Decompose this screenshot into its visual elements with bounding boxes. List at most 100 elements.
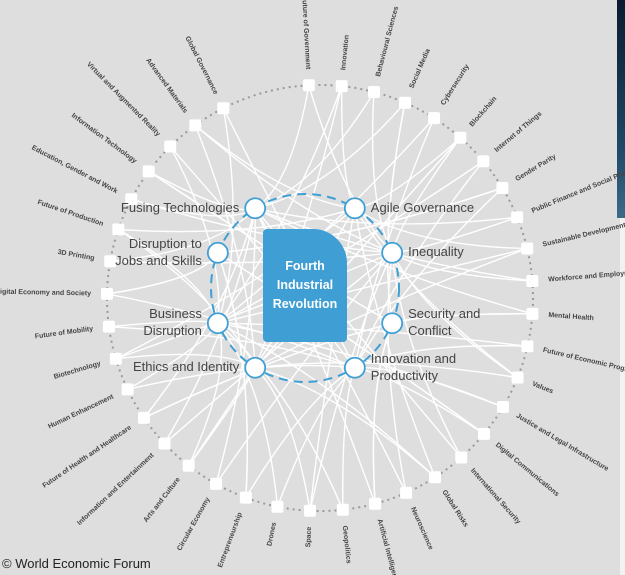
outer-topic-node[interactable]: Neuroscience	[400, 486, 434, 551]
outer-topic-node[interactable]: Future of Production	[36, 199, 125, 236]
topic-square-marker[interactable]	[526, 274, 539, 287]
hub-label-security[interactable]: Security and Conflict	[408, 306, 481, 339]
hub-node-inequality[interactable]	[381, 241, 404, 264]
topic-square-marker[interactable]	[336, 503, 349, 516]
topic-square-marker[interactable]	[521, 242, 534, 255]
hub-node-business[interactable]	[206, 312, 229, 335]
outer-topic-node[interactable]: International Security	[455, 451, 522, 526]
topic-label[interactable]: Information and Entertainment	[76, 452, 156, 527]
topic-square-marker[interactable]	[142, 165, 155, 178]
outer-topic-node[interactable]: Gender Parity	[496, 153, 557, 194]
topic-label[interactable]: Human Enhancement	[47, 393, 115, 430]
topic-label[interactable]: Public Finance and Social Protection	[531, 162, 625, 215]
topic-square-marker[interactable]	[104, 255, 117, 268]
topic-square-marker[interactable]	[182, 459, 195, 472]
hub-label-business[interactable]: Business Disruption	[143, 306, 202, 339]
outer-topic-node[interactable]: Mental Health	[526, 307, 594, 322]
topic-square-marker[interactable]	[302, 79, 315, 92]
topic-square-marker[interactable]	[455, 451, 468, 464]
topic-label[interactable]: Mental Health	[548, 312, 594, 322]
hub-label-jobs[interactable]: Disruption to Jobs and Skills	[115, 235, 202, 268]
topic-label[interactable]: Virtual and Augmented Reality	[85, 61, 161, 138]
outer-topic-node[interactable]: Future of Economic Progress	[521, 340, 625, 376]
topic-label[interactable]: Information Technology	[70, 112, 138, 165]
topic-square-marker[interactable]	[399, 96, 412, 109]
hub-node-fusing[interactable]	[244, 197, 267, 220]
topic-label[interactable]: Sustainable Development	[542, 222, 625, 249]
outer-topic-node[interactable]: Geopolitics	[336, 503, 352, 564]
topic-square-marker[interactable]	[101, 287, 114, 300]
topic-label[interactable]: 3D Printing	[57, 249, 95, 262]
hub-node-innovation[interactable]	[343, 356, 366, 379]
topic-label[interactable]: Global Governance	[183, 35, 218, 95]
topic-square-marker[interactable]	[304, 504, 317, 517]
topic-label[interactable]: International Security	[469, 467, 522, 525]
outer-topic-node[interactable]: Biotechnology	[53, 352, 122, 381]
hub-label-agile[interactable]: Agile Governance	[370, 199, 475, 215]
topic-label[interactable]: Geopolitics	[341, 525, 352, 564]
outer-topic-node[interactable]: Global Risks	[429, 471, 469, 529]
topic-square-marker[interactable]	[158, 437, 171, 450]
outer-topic-node[interactable]: Artificial Intelligence and Robotics	[369, 497, 412, 575]
topic-square-marker[interactable]	[164, 140, 177, 153]
topic-square-marker[interactable]	[137, 411, 150, 424]
topic-label[interactable]: Future of Government	[300, 0, 311, 70]
topic-label[interactable]: Arts and Culture	[143, 476, 182, 524]
outer-topic-node[interactable]: Innovation	[335, 35, 351, 93]
topic-square-marker[interactable]	[210, 477, 223, 490]
topic-square-marker[interactable]	[102, 320, 115, 333]
outer-topic-node[interactable]: Arts and Culture	[143, 459, 195, 524]
topic-label[interactable]: Global Risks	[440, 489, 469, 529]
topic-label[interactable]: Entrepreneurship	[217, 512, 244, 569]
outer-topic-node[interactable]: Future of Government	[300, 0, 315, 92]
outer-topic-node[interactable]: Circular Economy	[176, 477, 223, 552]
topic-square-marker[interactable]	[367, 85, 380, 98]
topic-label[interactable]: Circular Economy	[176, 496, 211, 552]
topic-square-marker[interactable]	[496, 181, 509, 194]
topic-label[interactable]: Justice and Legal Infrastructure	[515, 413, 610, 473]
topic-label[interactable]: Gender Parity	[514, 153, 557, 183]
hub-node-agile[interactable]	[343, 197, 366, 220]
topic-square-marker[interactable]	[335, 80, 348, 93]
topic-square-marker[interactable]	[454, 131, 467, 144]
topic-square-marker[interactable]	[271, 500, 284, 513]
topic-label[interactable]: Workforce and Employment	[548, 269, 625, 283]
outer-topic-node[interactable]: Behavioural Sciences	[367, 6, 400, 98]
outer-topic-node[interactable]: Human Enhancement	[47, 383, 134, 430]
outer-topic-node[interactable]: Advanced Materials	[144, 57, 202, 132]
topic-square-marker[interactable]	[112, 223, 125, 236]
outer-topic-node[interactable]: Cybersecurity	[428, 63, 471, 125]
outer-topic-node[interactable]: Entrepreneurship	[217, 491, 252, 569]
topic-label[interactable]: Advanced Materials	[144, 57, 188, 114]
topic-label[interactable]: Future of Mobility	[34, 326, 93, 341]
topic-label[interactable]: Digital Economy and Society	[0, 289, 91, 298]
center-topic-card[interactable]: Fourth Industrial Revolution	[263, 229, 347, 342]
outer-topic-node[interactable]: 3D Printing	[57, 249, 117, 268]
topic-label[interactable]: Blockchain	[468, 96, 498, 129]
topic-square-marker[interactable]	[189, 119, 202, 132]
topic-square-marker[interactable]	[109, 352, 122, 365]
topic-label[interactable]: Values	[531, 381, 554, 396]
outer-topic-node[interactable]: Space	[304, 504, 317, 548]
topic-label[interactable]: Future of Production	[36, 199, 104, 228]
outer-topic-node[interactable]: Social Media	[399, 48, 432, 109]
topic-square-marker[interactable]	[478, 427, 491, 440]
topic-square-marker[interactable]	[496, 401, 509, 414]
topic-label[interactable]: Space	[305, 526, 313, 547]
topic-label[interactable]: Innovation	[340, 35, 351, 71]
outer-topic-node[interactable]: Values	[511, 371, 555, 396]
topic-label[interactable]: Cybersecurity	[440, 63, 471, 106]
topic-square-marker[interactable]	[526, 307, 539, 320]
topic-square-marker[interactable]	[429, 471, 442, 484]
outer-topic-node[interactable]: Digital Economy and Society	[0, 287, 114, 300]
hub-label-ethics[interactable]: Ethics and Identity	[132, 359, 240, 375]
topic-label[interactable]: Biotechnology	[53, 360, 102, 381]
outer-topic-node[interactable]: Internet of Things	[477, 111, 543, 168]
topic-square-marker[interactable]	[239, 491, 252, 504]
outer-topic-node[interactable]: Blockchain	[454, 96, 498, 144]
hub-label-inequality[interactable]: Inequality	[408, 244, 464, 260]
topic-square-marker[interactable]	[477, 155, 490, 168]
hub-node-security[interactable]	[381, 312, 404, 335]
topic-square-marker[interactable]	[400, 486, 413, 499]
topic-label[interactable]: Future of Economic Progress	[542, 347, 625, 376]
